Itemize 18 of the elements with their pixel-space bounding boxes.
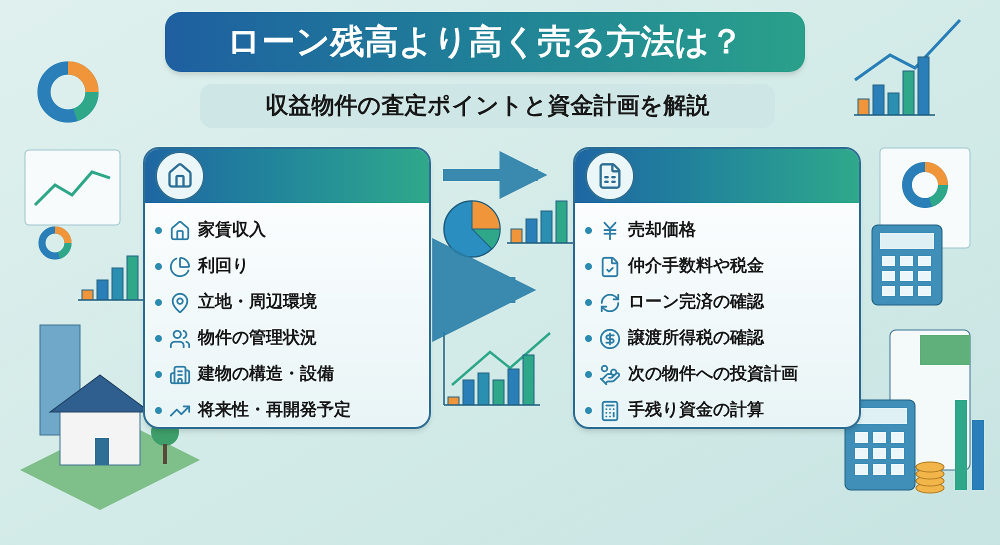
list-panel: [573, 147, 861, 429]
list-item-text: 将来性・再開発予定: [198, 398, 351, 422]
title: ローン残高より高く売る方法は？: [226, 20, 744, 64]
list-item-text: 次の物件への投資計画: [628, 362, 798, 386]
list-item-text: ローン完済の確認: [628, 290, 764, 314]
list-item-text: 手残り資金の計算: [628, 398, 764, 422]
list-item-text: 利回り: [198, 254, 249, 278]
list-item-text: 建物の構造・設備: [198, 362, 334, 386]
list-item-text: 譲渡所得税の確認: [628, 326, 764, 350]
list-item-text: 立地・周辺環境: [198, 290, 317, 314]
list-item-text: 売却価格: [628, 218, 696, 242]
list-item-text: 仲介手数料や税金: [628, 254, 764, 278]
flow-arrow: [443, 151, 548, 199]
list-item-text: 物件の管理状況: [198, 326, 317, 350]
list-item-text: 家賃収入: [198, 218, 266, 242]
list-panel: [143, 147, 431, 429]
subtitle: 収益物件の査定ポイントと資金計画を解説: [200, 84, 775, 128]
flow-arrow: [432, 238, 536, 342]
